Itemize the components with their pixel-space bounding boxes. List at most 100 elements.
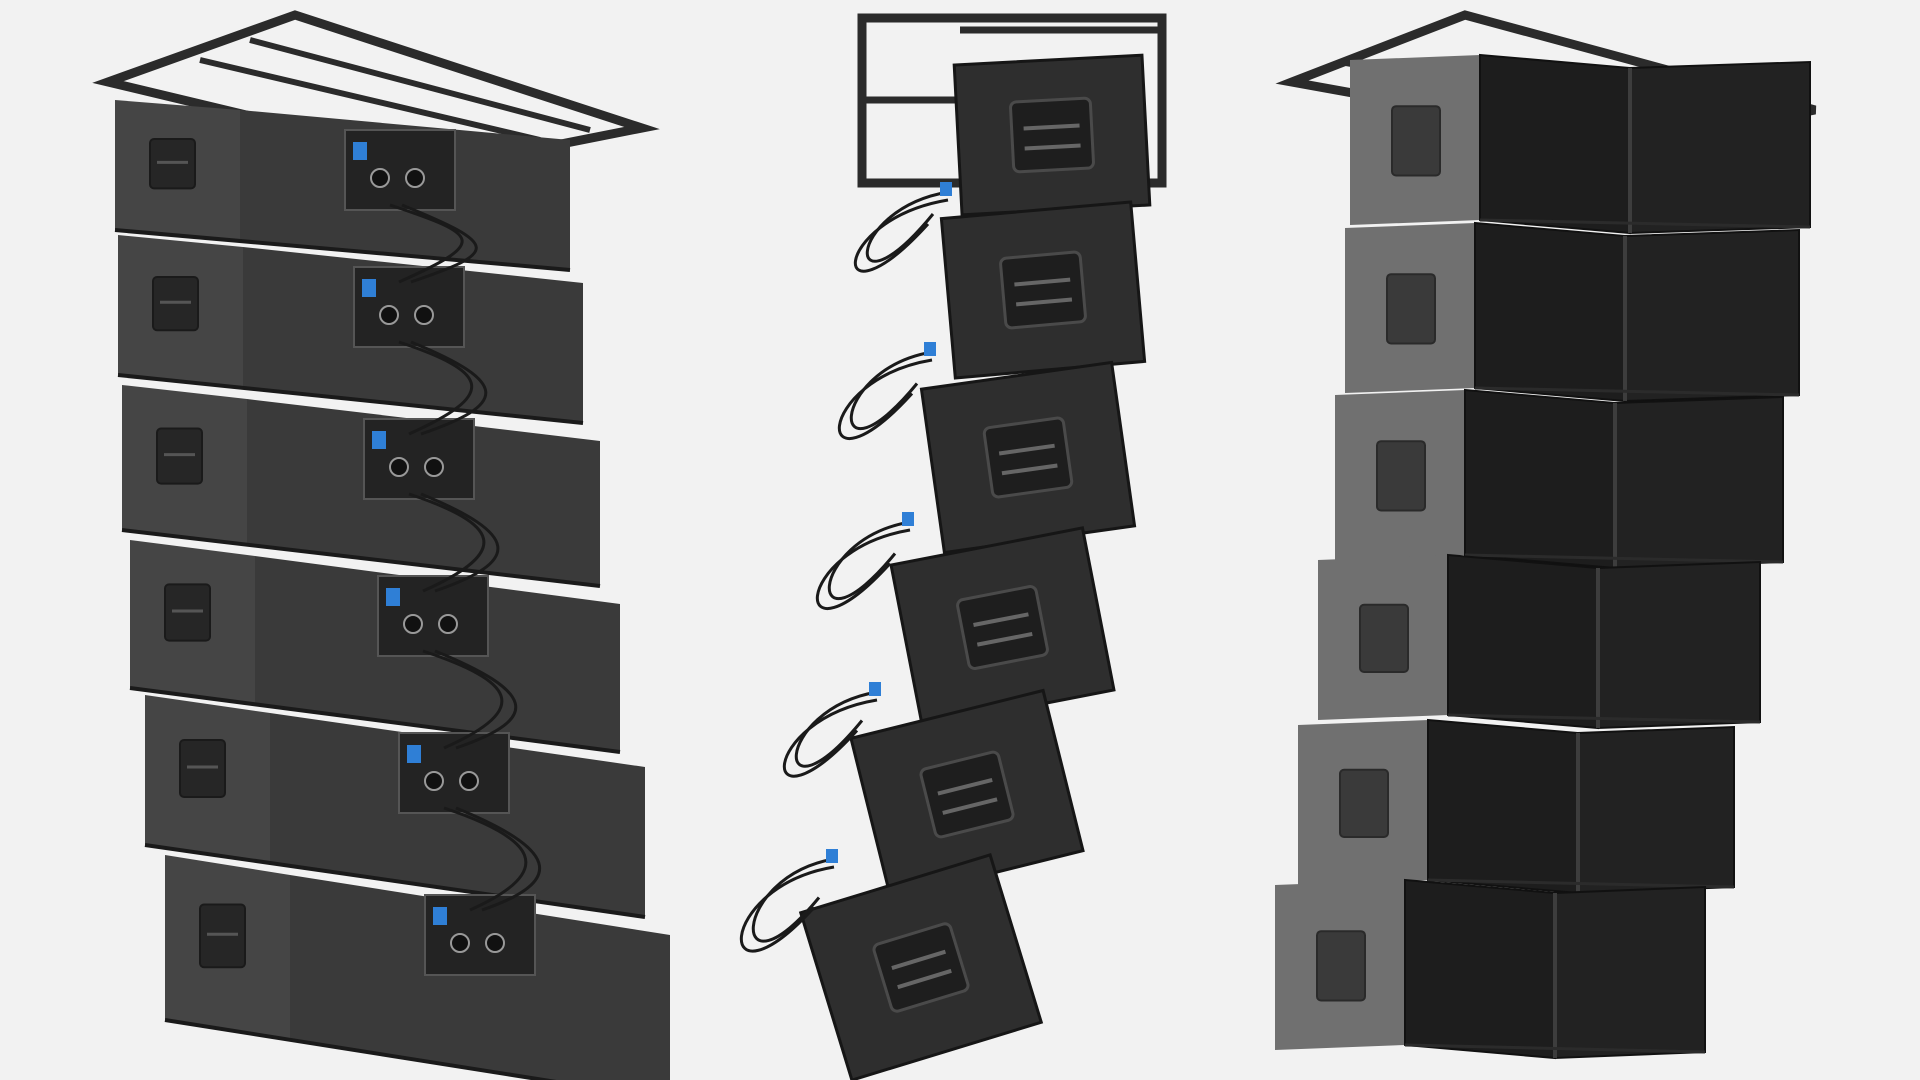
cabinet-edge [114, 228, 571, 272]
powercon-connector [362, 279, 376, 297]
rear-cabinet [114, 100, 571, 272]
link-cable [849, 350, 933, 431]
carry-handle [956, 585, 1049, 670]
front-cabinet [1350, 53, 1811, 235]
carry-handle-grip [891, 949, 947, 970]
link-cable [838, 358, 933, 441]
signal-connector [459, 771, 479, 791]
rear-cabinet [129, 540, 621, 754]
side-cabinet [919, 360, 1137, 555]
link-cable [816, 528, 911, 611]
cabinet-edge [164, 1018, 557, 1080]
carry-handle-grip [942, 797, 998, 815]
carry-handle-grip [937, 778, 993, 796]
signal-connector [485, 933, 505, 953]
side-cabinet [889, 526, 1116, 729]
carry-handle [982, 416, 1074, 499]
cabinet-edge [1474, 386, 1800, 397]
signal-connector [403, 614, 423, 634]
rigging-frame-bar [249, 37, 591, 133]
powercon-connector [924, 342, 936, 356]
link-cable [408, 492, 486, 593]
cabinet-rear-panel [270, 713, 645, 917]
speaker-grille-right [1614, 395, 1784, 570]
cabinet-edge [1464, 553, 1784, 564]
cabinet-edge [1427, 878, 1735, 889]
cabinet-edge [144, 843, 646, 919]
speaker-grille-right [1624, 228, 1800, 403]
carry-handle [1359, 603, 1409, 673]
front-cabinet [1275, 878, 1706, 1060]
speaker-grille-right [1597, 560, 1761, 730]
cabinet-edge [1447, 713, 1761, 724]
signal-connector [389, 457, 409, 477]
powercon-connector [386, 588, 400, 606]
rear-cabinet [117, 235, 584, 425]
speaker-grille-left [1427, 718, 1579, 895]
link-cable [455, 806, 542, 912]
carry-handle [1386, 273, 1436, 345]
link-cable [854, 198, 949, 273]
link-cable [865, 190, 949, 263]
carry-handle [199, 903, 246, 969]
rear-view-array [92, 10, 670, 1080]
speaker-grille-left [1479, 53, 1631, 235]
rear-cabinet [144, 695, 646, 919]
link-cable [751, 857, 835, 943]
carry-handle-grip [1015, 297, 1073, 307]
powercon-connector [433, 907, 447, 925]
carry-handle [1391, 105, 1441, 177]
powercon-connector [372, 431, 386, 449]
link-cable [827, 520, 911, 601]
carry-handle-grip [1023, 123, 1080, 131]
powercon-connector [940, 182, 952, 196]
link-cable [739, 865, 835, 953]
powercon-connector [353, 142, 367, 160]
powercon-connector [869, 682, 881, 696]
cabinet-edge [117, 373, 584, 425]
front-cabinet [1318, 553, 1761, 730]
rear-cabinet [164, 855, 670, 1080]
front-cabinet [1335, 388, 1784, 570]
link-cable [401, 203, 478, 284]
front-cabinet [1345, 221, 1800, 403]
carry-handle-grip [897, 968, 952, 990]
speaker-grille-right [1629, 60, 1811, 235]
powercon-connector [902, 512, 914, 526]
link-cable [443, 806, 528, 912]
powercon-connector [407, 745, 421, 763]
speaker-grille-right [1554, 885, 1706, 1060]
carry-handle-grip [1001, 463, 1058, 476]
signal-connector [450, 933, 470, 953]
signal-connector [370, 168, 390, 188]
carry-handle-grip [1024, 143, 1081, 151]
link-cable [434, 649, 518, 750]
carry-handle [872, 922, 970, 1013]
link-cable [410, 340, 488, 436]
link-cable [398, 340, 474, 436]
carry-handle-grip [998, 443, 1055, 456]
link-cable [794, 690, 878, 768]
carry-handle [1339, 768, 1389, 838]
side-cabinet [798, 853, 1044, 1080]
speaker-grille-left [1474, 221, 1626, 403]
carry-handle [919, 750, 1015, 839]
cabinet-edge [121, 528, 601, 588]
rear-cabinet [121, 385, 601, 588]
cabinet-edge [1404, 1043, 1706, 1054]
rigging-frame-bar [199, 57, 541, 143]
powercon-connector [826, 849, 838, 863]
signal-connector [438, 614, 458, 634]
signal-connector [424, 771, 444, 791]
side-cabinet [952, 53, 1152, 217]
signal-connector [414, 305, 434, 325]
cabinet-edge [1479, 218, 1811, 229]
signal-connector [405, 168, 425, 188]
carry-handle-grip [973, 612, 1029, 627]
side-view-array [739, 13, 1167, 1080]
carry-handle-grip [1014, 277, 1071, 287]
carry-handle-grip [976, 631, 1033, 647]
cabinet-edge [129, 686, 621, 754]
side-cabinet [939, 200, 1147, 380]
